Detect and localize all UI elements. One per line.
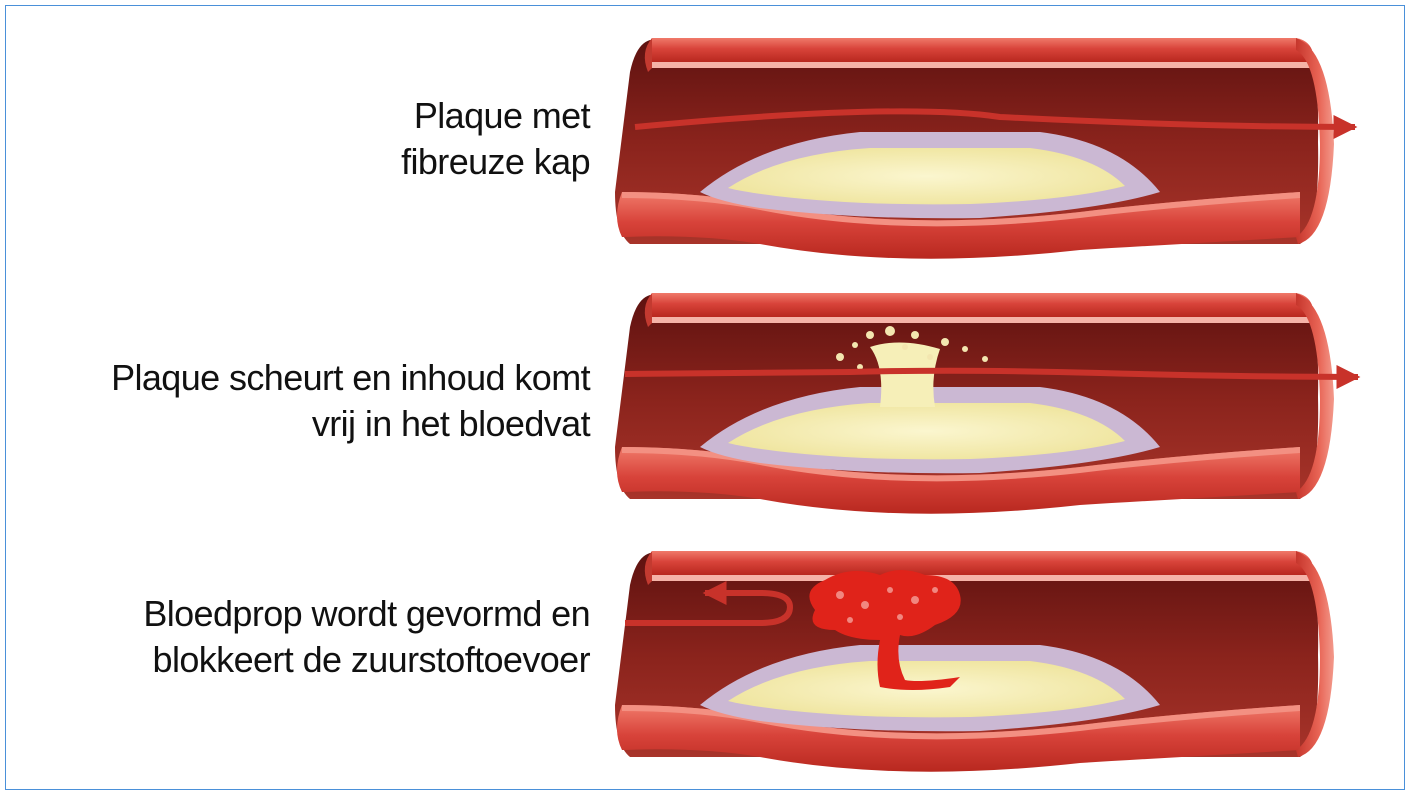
stage-2-artery [615, 293, 1358, 514]
stage-3-artery [615, 551, 1334, 772]
stage-1-artery [615, 38, 1355, 259]
